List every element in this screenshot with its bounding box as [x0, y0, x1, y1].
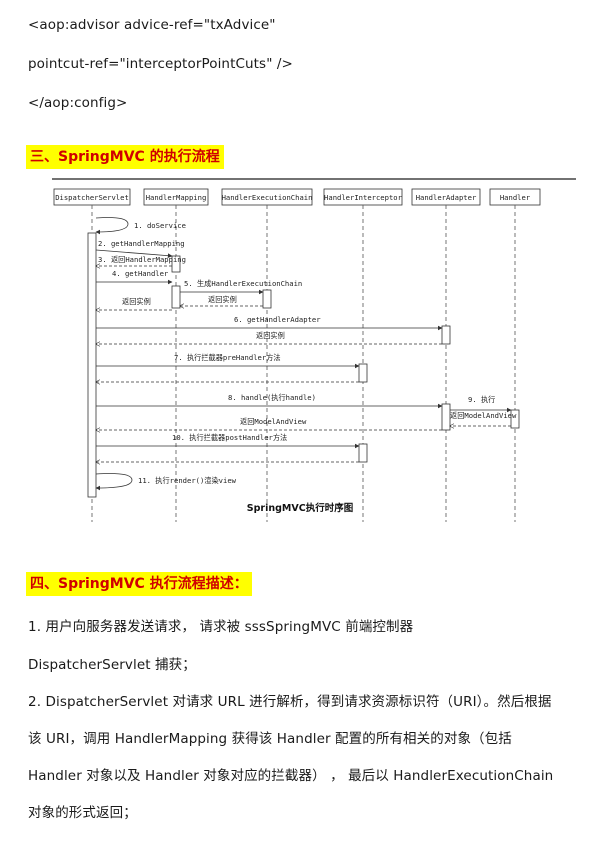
msg-return-instance-adapter-label: 返回实例	[256, 331, 285, 340]
msg-gethandlermapping-arrow	[95, 249, 173, 259]
msg-gethandlermapping-label: 2. getHandlerMapping	[98, 239, 185, 248]
lifelines	[91, 205, 516, 522]
paragraph-2-line-1: 2. DispatcherServlet 对请求 URL 进行解析，得到请求资源…	[28, 694, 552, 710]
participant-handler: Handler	[489, 188, 541, 206]
msg-return-mav-handler-label: 返回ModelAndView	[450, 411, 517, 420]
paragraph-1-line-1: 1. 用户向服务器发送请求， 请求被 sssSpringMVC 前端控制器	[28, 619, 414, 635]
msg-execute-label: 9. 执行	[468, 395, 495, 404]
participant-handlermapping: HandlerMapping	[143, 188, 209, 206]
code-line-config-close: </aop:config>	[28, 95, 128, 111]
section-heading-execution-flow: 三、SpringMVC 的执行流程	[26, 145, 224, 169]
section-heading-flow-description: 四、SpringMVC 执行流程描述：	[26, 572, 252, 596]
paragraph-1-line-2: DispatcherServlet 捕获；	[28, 657, 196, 673]
paragraph-2-line-2: 该 URI，调用 HandlerMapping 获得该 Handler 配置的所…	[28, 731, 512, 747]
msg-return-mav-adapter-label: 返回ModelAndView	[240, 417, 307, 426]
svg-text:Handler: Handler	[500, 193, 531, 202]
msg-create-chain-label: 5. 生成HandlerExecutionChain	[184, 279, 302, 288]
msg-gethandleradapter-label: 6. getHandlerAdapter	[234, 315, 321, 324]
diagram-caption: SpringMVC执行时序图	[247, 502, 353, 514]
svg-text:HandlerInterceptor: HandlerInterceptor	[324, 193, 403, 202]
participant-dispatcherservlet: DispatcherServlet	[53, 188, 131, 206]
paragraph-2-line-4: 对象的形式返回；	[28, 805, 137, 821]
code-line-pointcut: pointcut-ref="interceptorPointCuts" />	[28, 56, 293, 72]
msg-return-handlermapping-label: 3. 返回HandlerMapping	[98, 255, 186, 264]
msg-doservice-label: 1. doService	[134, 221, 186, 230]
svg-text:HandlerMapping: HandlerMapping	[146, 193, 207, 202]
svg-text:DispatcherServlet: DispatcherServlet	[55, 193, 129, 202]
msg-gethandler-label: 4. getHandler	[112, 269, 169, 278]
svg-text:HandlerAdapter: HandlerAdapter	[416, 193, 477, 202]
msg-render-label: 11. 执行render()渲染view	[138, 476, 237, 485]
participant-handlerinterceptor: HandlerInterceptor	[323, 188, 403, 206]
participant-handleradapter: HandlerAdapter	[411, 188, 481, 206]
msg-return-instance-mapping-label: 返回实例	[122, 297, 151, 306]
msg-posthandler-label: 10. 执行拦截器postHandler方法	[172, 433, 287, 442]
msg-return-instance-chain-label: 返回实例	[208, 295, 237, 304]
msg-prehandler-label: 7. 执行拦截器preHandler方法	[174, 353, 281, 362]
msg-doservice-arrow	[95, 217, 129, 235]
msg-handle-label: 8. handle(执行handle)	[228, 393, 316, 402]
sequence-diagram: DispatcherServlet HandlerMapping Handler…	[52, 178, 576, 522]
code-line-advisor: <aop:advisor advice-ref="txAdvice"	[28, 17, 276, 33]
paragraph-2-line-3: Handler 对象以及 Handler 对象对应的拦截器） ， 最后以 Han…	[28, 768, 554, 784]
activation-bars	[87, 232, 520, 498]
msg-render-arrow	[95, 473, 133, 491]
svg-text:HandlerExecutionChain: HandlerExecutionChain	[222, 193, 313, 202]
participant-handlerexecutionchain: HandlerExecutionChain	[222, 188, 313, 206]
